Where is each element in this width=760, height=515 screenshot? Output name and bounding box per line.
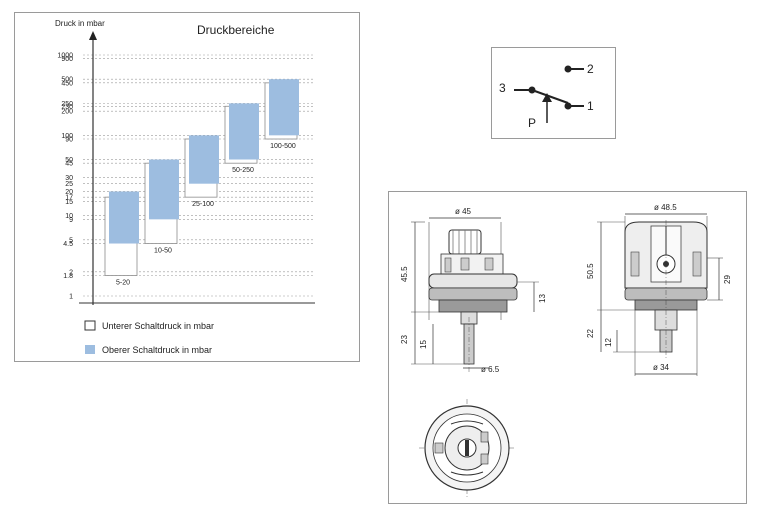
legend-upper-swatch [85, 345, 95, 354]
range-label: 5-20 [116, 279, 130, 286]
housing-body [428, 273, 518, 289]
dim-dia-48-5: ø 48.5 [654, 203, 677, 212]
terminal-2-label: 2 [587, 62, 594, 76]
y-tick-label: 450 [61, 80, 73, 87]
y-tick-label: 230 [61, 104, 73, 111]
range-labels: 5-20 10-50 25-100 50-250 100-500 [116, 143, 296, 286]
y-tick-label: 1.8 [63, 273, 73, 280]
dim-height-15: 15 [419, 340, 428, 349]
range-label: 25-100 [192, 201, 214, 208]
range-label: 100-500 [270, 143, 296, 150]
chart-title: Druckbereiche [197, 23, 275, 37]
dim-height-45-5: 45.5 [400, 266, 409, 282]
y-tick-label: 1000 [57, 53, 73, 60]
y-tick-label: 200 [61, 109, 73, 116]
upper-range-bar [149, 159, 179, 220]
dim-height-29: 29 [723, 275, 732, 284]
terminal-1-label: 1 [587, 99, 594, 113]
y-tick-label: 4.5 [63, 241, 73, 248]
top-view [419, 399, 515, 497]
y-axis-label: Druck in mbar [55, 19, 105, 28]
y-tick-label: 20 [65, 189, 73, 196]
y-tick-label: 30 [65, 175, 73, 182]
dim-height-13: 13 [538, 294, 547, 303]
dim-dia-6-5: ø 6.5 [481, 365, 500, 374]
y-tick-label: 15 [65, 199, 73, 206]
terminal-3-label: 3 [499, 81, 506, 95]
pressure-arrow-head [542, 93, 552, 102]
y-tick-label: 900 [61, 56, 73, 63]
y-tick-label: 250 [61, 101, 73, 108]
switch-contact-arm [531, 89, 569, 104]
left-side-view: ø 45 45.5 23 15 [400, 207, 547, 374]
y-axis-arrowhead [89, 31, 97, 40]
dim-height-22: 22 [586, 329, 595, 338]
upper-range-bar [269, 79, 299, 136]
switch-schematic-panel: 3 2 1 P [491, 47, 616, 139]
y-tick-label: 17 [65, 195, 73, 202]
pressure-label: P [528, 116, 536, 130]
y-tick-label: 10 [65, 213, 73, 220]
upper-range-bar [189, 135, 219, 184]
y-tick-label: 45 [65, 161, 73, 168]
base-plate [438, 299, 508, 313]
y-tick-label: 2 [69, 269, 73, 276]
legend-upper-label: Oberer Schaltdruck in mbar [102, 345, 212, 355]
y-tick-label: 500 [61, 77, 73, 84]
technical-drawing-panel: ø 45 45.5 23 15 [388, 191, 747, 504]
switch-schematic: 3 2 1 P [499, 62, 594, 130]
y-tick-label: 50 [65, 157, 73, 164]
pressure-range-chart: Druckbereiche Druck in mbar 11.824.55910… [55, 19, 315, 355]
range-label: 10-50 [154, 248, 172, 255]
bar-layer [104, 79, 299, 276]
right-side-view: ø 48.5 50.5 22 12 29 [586, 203, 732, 376]
y-tick-label: 5 [69, 237, 73, 244]
dim-height-23: 23 [400, 335, 409, 344]
range-label: 50-250 [232, 167, 254, 174]
y-tick-label: 9 [69, 217, 73, 224]
technical-drawing: ø 45 45.5 23 15 [400, 203, 732, 497]
legend-lower-swatch [84, 320, 96, 331]
y-tick-label: 25 [65, 181, 73, 188]
dim-height-12: 12 [604, 338, 613, 347]
y-tick-label: 100 [61, 133, 73, 140]
upper-range-bar [109, 191, 139, 244]
upper-range-bar [229, 103, 259, 160]
dim-dia-45: ø 45 [455, 207, 472, 216]
y-tick-label: 90 [65, 137, 73, 144]
dim-dia-34: ø 34 [653, 363, 670, 372]
dim-height-50-5: 50.5 [586, 263, 595, 279]
y-tick-label: 1 [69, 294, 73, 301]
legend-lower-label: Unterer Schaltdruck in mbar [102, 321, 214, 331]
